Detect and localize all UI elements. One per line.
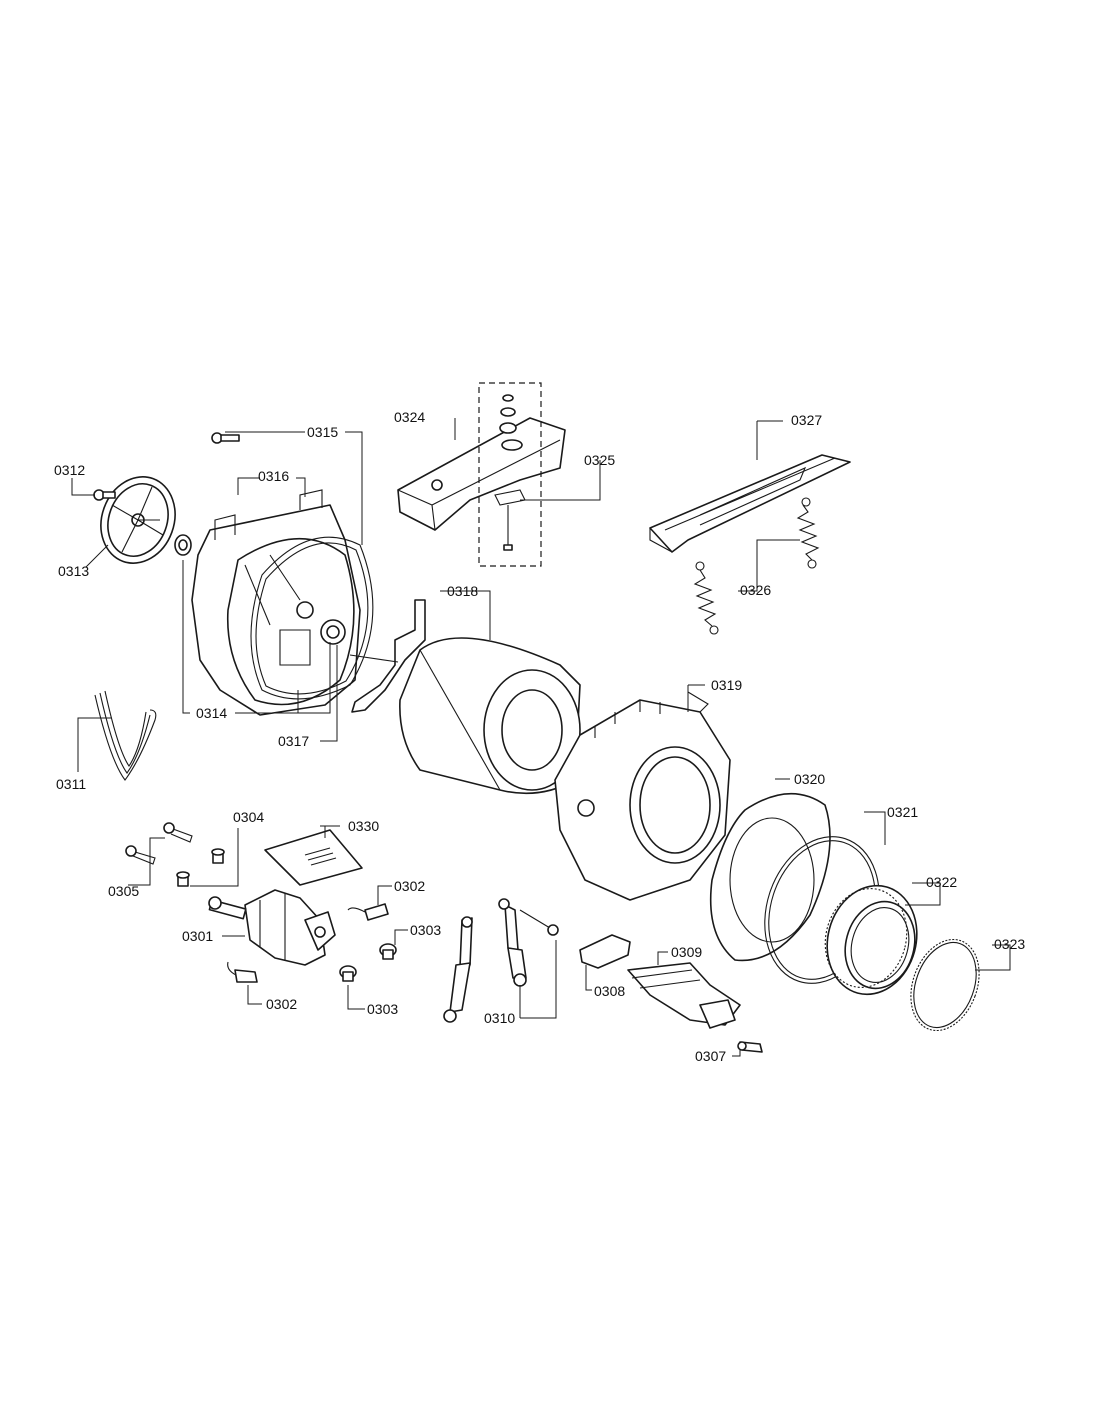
bolt-set-0325[interactable] [478,382,542,567]
door-seal-0322[interactable] [814,875,928,1004]
screw-0312[interactable] [93,489,116,501]
seal-clip-ring-0323[interactable] [899,930,991,1040]
bracket-0308[interactable] [579,934,631,969]
spring-0326-a[interactable] [796,497,820,569]
label-0320[interactable]: 0320 [794,771,825,787]
label-0316[interactable]: 0316 [258,468,289,484]
label-0303-a[interactable]: 0303 [410,922,441,938]
label-0304[interactable]: 0304 [233,809,264,825]
pulley-0313[interactable] [89,466,187,573]
label-0311[interactable]: 0311 [56,776,86,792]
bracket-0327[interactable] [649,454,851,553]
label-0312[interactable]: 0312 [54,462,85,478]
label-0308[interactable]: 0308 [594,983,625,999]
shock-absorber-0310-b[interactable] [498,898,527,987]
part-labels: 0312 0313 0315 0316 0314 0317 0311 0324 … [54,409,1025,1064]
label-0315[interactable]: 0315 [307,424,338,440]
label-0307[interactable]: 0307 [695,1048,726,1064]
label-0330[interactable]: 0330 [348,818,379,834]
bushing-0303-a[interactable] [379,943,397,960]
label-0327[interactable]: 0327 [791,412,822,428]
bushing-0303-b[interactable] [339,965,357,982]
label-0303-b[interactable]: 0303 [367,1001,398,1017]
label-0313[interactable]: 0313 [58,563,89,579]
screw-0304[interactable] [176,848,225,887]
screw-0305-a[interactable] [125,845,156,865]
label-0305[interactable]: 0305 [108,883,139,899]
tub-seal-0315[interactable] [250,536,374,700]
screw-0305-b[interactable] [163,822,193,843]
instruction-sheet-0330[interactable] [264,829,363,886]
spring-0326-b[interactable] [693,561,719,635]
label-0321[interactable]: 0321 [887,804,918,820]
heater-0309[interactable] [627,962,741,1029]
damper-bolt-0310[interactable] [519,909,559,936]
carbon-brush-0302-b[interactable] [227,961,258,983]
label-0324[interactable]: 0324 [394,409,425,425]
bearing-0314[interactable] [174,534,192,556]
label-0309[interactable]: 0309 [671,944,702,960]
label-0319[interactable]: 0319 [711,677,742,693]
label-0301[interactable]: 0301 [182,928,213,944]
label-0323[interactable]: 0323 [994,936,1025,952]
drive-belt-0311[interactable] [94,690,157,781]
label-0325[interactable]: 0325 [584,452,615,468]
screw-0315[interactable] [211,432,240,444]
label-0302-b[interactable]: 0302 [266,996,297,1012]
rear-tub-0316[interactable] [191,489,361,716]
temperature-sensor-0307[interactable] [737,1041,763,1053]
shock-absorber-0310-a[interactable] [443,916,473,1023]
carbon-brush-0302-a[interactable] [347,903,389,921]
front-counterweight-0320[interactable] [709,792,831,962]
label-0317[interactable]: 0317 [278,733,309,749]
top-counterweight-0324[interactable] [397,417,566,531]
drum-0318[interactable] [349,599,581,795]
motor-0301[interactable] [208,889,336,966]
leader-lines [71,418,1011,1057]
label-0314[interactable]: 0314 [196,705,227,721]
label-0318[interactable]: 0318 [447,583,478,599]
front-tub-0319[interactable] [554,691,731,901]
label-0326[interactable]: 0326 [740,582,771,598]
label-0310[interactable]: 0310 [484,1010,515,1026]
label-0302-a[interactable]: 0302 [394,878,425,894]
label-0322[interactable]: 0322 [926,874,957,890]
